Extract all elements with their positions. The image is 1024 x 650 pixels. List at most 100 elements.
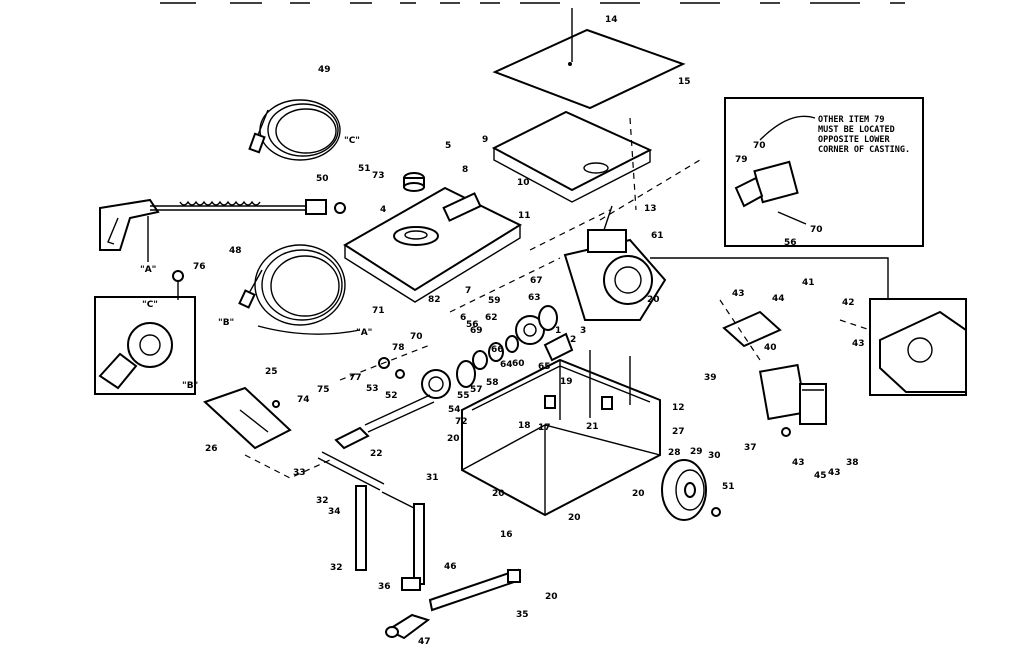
label-48: 48 [229,246,242,256]
label-9: 9 [482,135,488,145]
label-38: 38 [846,458,859,468]
label-79: 79 [735,155,748,165]
wheel [661,459,721,521]
label-47: 47 [418,637,431,647]
label-34: 34 [328,507,341,517]
label-65: 65 [538,362,551,372]
label-15: 15 [678,77,691,87]
label-76: 76 [193,262,206,272]
label-51a: 51 [358,164,371,174]
label-20a: 20 [647,295,660,305]
label-60: 60 [512,359,525,369]
label-32a: 32 [316,496,329,506]
label-7: 7 [465,286,471,296]
fuel-cap [403,172,425,192]
label-C1: "C" [344,136,360,146]
inset-note-line-2: MUST BE LOCATED [818,125,895,135]
label-20b: 20 [492,489,505,499]
label-39: 39 [704,373,717,383]
label-A1: "A" [140,265,156,275]
fuel-tank [343,186,523,303]
base-tray [491,110,653,211]
label-37: 37 [744,443,757,453]
label-2: 2 [570,335,576,345]
foot-bracket [203,386,331,479]
label-8: 8 [462,165,468,175]
label-77: 77 [349,373,362,383]
label-71: 71 [372,306,385,316]
handle [385,568,522,640]
label-16: 16 [500,530,513,540]
spray-gun [99,198,346,262]
pump-assembly [334,305,574,450]
inset-note: OTHER ITEM 79 MUST BE LOCATED OPPOSITE L… [818,115,910,155]
label-20e: 20 [545,592,558,602]
label-59: 59 [488,296,501,306]
label-50: 50 [316,174,329,184]
guide-lines [339,159,871,381]
label-69: 69 [470,326,483,336]
label-44: 44 [772,294,785,304]
label-55: 55 [457,391,470,401]
label-40: 40 [764,343,777,353]
label-43a: 43 [732,289,745,299]
label-21: 21 [586,422,599,432]
axle-parts [317,451,425,591]
label-54: 54 [448,405,461,415]
label-68: 66 [491,345,504,355]
label-67: 67 [530,276,543,286]
label-43b: 43 [852,339,865,349]
label-41: 41 [802,278,815,288]
label-27: 27 [672,427,685,437]
label-6: 6 [460,313,466,323]
inset-note-line-4: CORNER OF CASTING. [818,145,910,155]
label-64: 64 [500,360,513,370]
part-labels: 14 15 13 10 11 9 8 5 4 7 6 82 61 49 51 7… [140,15,865,647]
label-25: 25 [265,367,278,377]
label-62: 62 [485,313,498,323]
label-19: 19 [560,377,573,387]
label-74: 74 [297,395,310,405]
label-72: 72 [455,417,468,427]
label-35: 35 [516,610,529,620]
label-1: 1 [555,326,561,336]
label-B2: "B" [182,381,198,391]
label-20d: 20 [568,513,581,523]
label-22: 22 [370,449,383,459]
label-43d: 43 [792,458,805,468]
label-31: 31 [426,473,439,483]
label-51b: 51 [722,482,735,492]
label-56b: 56 [784,238,797,248]
frame [461,350,661,517]
hose-coil-b [238,244,361,335]
nozzle-inset [94,270,196,395]
label-C2: "C" [142,300,158,310]
hose-coil-c [248,99,341,161]
label-18: 18 [518,421,531,431]
label-14: 14 [605,15,618,25]
label-20c: 20 [632,489,645,499]
label-58: 58 [486,378,499,388]
label-46: 46 [444,562,457,572]
label-3: 3 [580,326,586,336]
muffler [722,310,827,437]
label-56: 56 [466,320,479,330]
label-52: 52 [385,391,398,401]
label-42: 42 [842,298,855,308]
label-33a: 33 [293,468,306,478]
label-32b: 32 [330,563,343,573]
label-70: 70 [410,332,423,342]
label-61: 61 [651,231,664,241]
label-70b: 70 [753,141,766,151]
label-73: 73 [372,171,385,181]
label-63: 63 [528,293,541,303]
control-plate [492,8,686,110]
label-26: 26 [205,444,218,454]
label-11: 11 [518,211,531,221]
label-36: 36 [378,582,391,592]
label-29: 29 [690,447,703,457]
label-10: 10 [517,178,530,188]
label-20f: 20 [447,434,460,444]
casting-inset [724,97,924,247]
